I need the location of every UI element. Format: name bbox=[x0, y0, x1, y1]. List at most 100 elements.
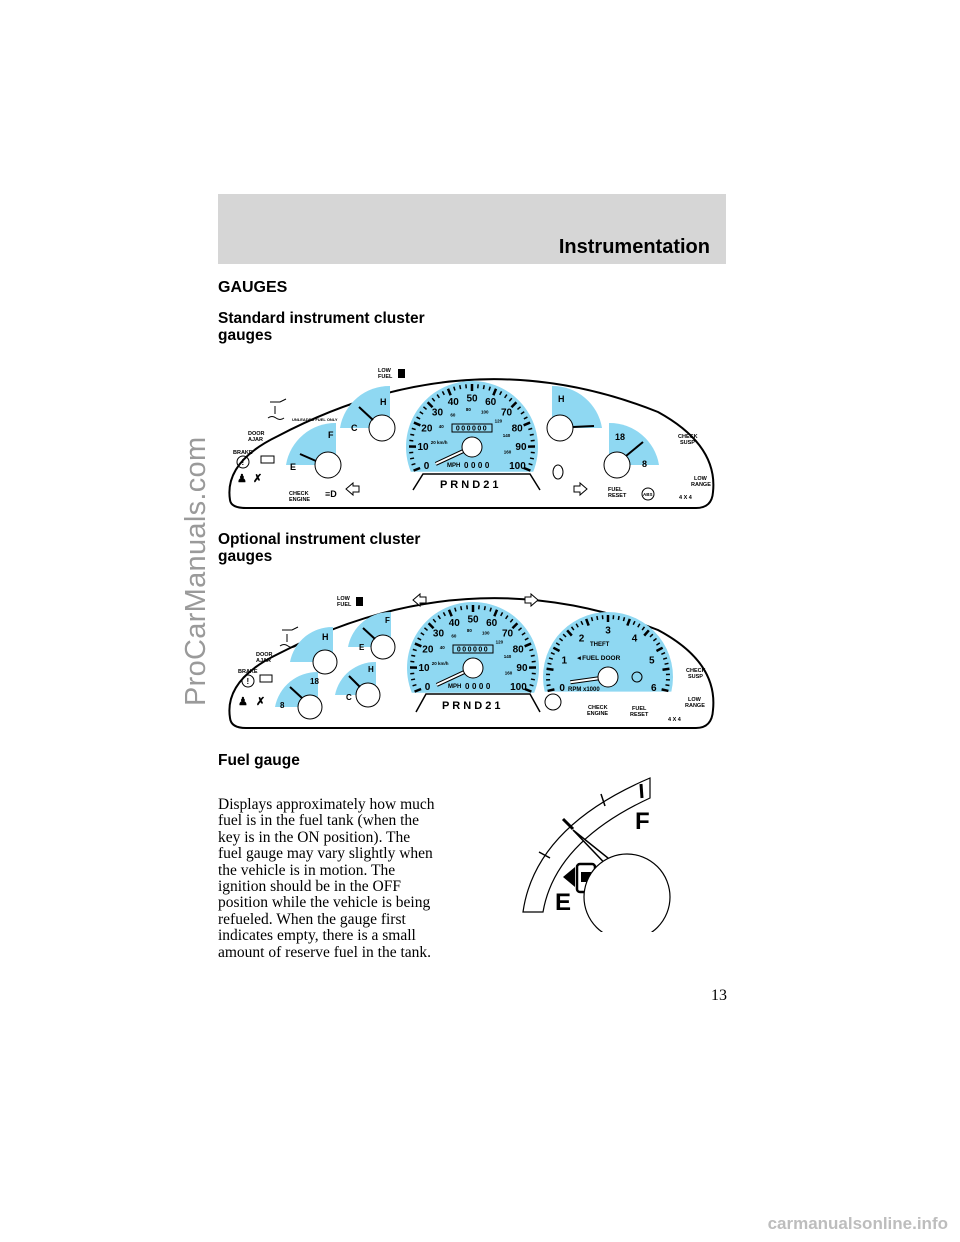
description-line: position while the vehicle is being bbox=[218, 894, 431, 912]
dial-label: 0 bbox=[559, 683, 565, 694]
dial-tick bbox=[626, 618, 631, 626]
fuel-gauge-heading: Fuel gauge bbox=[218, 752, 300, 769]
kmh-label: 40 bbox=[439, 424, 445, 429]
oil-pressure-gauge: H bbox=[290, 626, 338, 675]
kmh-label: 40 bbox=[440, 645, 446, 650]
dial-label: 80 bbox=[512, 424, 524, 435]
dial-label: 5 bbox=[649, 655, 655, 666]
dial-label: 100 bbox=[509, 461, 526, 472]
cluster-label: C bbox=[351, 423, 358, 433]
dial-label: 90 bbox=[515, 442, 527, 453]
dial-label: 6 bbox=[651, 683, 657, 694]
fuel-gauge-small: FE bbox=[348, 611, 396, 660]
dial-tick bbox=[562, 633, 567, 638]
rpm-label: RPM x1000 bbox=[568, 687, 600, 693]
cluster-label: UNLEADED FUEL ONLY bbox=[292, 417, 338, 422]
cluster-label: C bbox=[346, 693, 352, 702]
empty-label: E bbox=[555, 889, 571, 916]
dial-tick bbox=[664, 662, 669, 665]
dial-tick bbox=[566, 629, 573, 637]
voltmeter-gauge: 188 bbox=[275, 671, 323, 720]
dial-tick bbox=[570, 626, 575, 631]
dial-tick bbox=[500, 612, 504, 617]
gauge-hub bbox=[583, 853, 671, 932]
dial-label: 10 bbox=[417, 442, 429, 453]
kmh-label: 80 bbox=[466, 407, 472, 412]
cluster-label: ENGINE bbox=[289, 497, 310, 503]
dial-label: 70 bbox=[501, 408, 513, 419]
cluster-label: ABS bbox=[643, 492, 653, 497]
odometer-box bbox=[451, 423, 493, 433]
dial-face bbox=[407, 602, 539, 693]
cluster-label: BRAKE bbox=[238, 669, 258, 675]
dial-tick bbox=[520, 411, 525, 415]
prndl-bezel bbox=[412, 473, 541, 491]
description-line: refueled. When the gauge first bbox=[218, 910, 406, 928]
abs-icon bbox=[631, 671, 643, 683]
odometer-box bbox=[452, 644, 494, 654]
kmh-label: 120 bbox=[496, 640, 504, 645]
dial-tick bbox=[508, 397, 513, 402]
gauge-tick bbox=[561, 817, 575, 831]
dial-tick bbox=[516, 406, 522, 410]
dial-tick bbox=[552, 646, 561, 653]
dial-tick bbox=[585, 618, 590, 626]
fuel-pump-icon bbox=[356, 597, 363, 606]
dial-tick bbox=[528, 427, 533, 431]
dial-tick bbox=[665, 684, 670, 687]
mph-label: MPH bbox=[447, 463, 460, 469]
voltmeter-gauge: 188 bbox=[603, 422, 659, 479]
cluster-label: CHECK bbox=[686, 668, 706, 674]
description-line: key is in the ON position). The bbox=[218, 828, 411, 846]
prndl-indicator: P R N D 2 1 bbox=[442, 700, 501, 712]
dial-label: 20 bbox=[421, 424, 433, 435]
dial-tick bbox=[488, 386, 491, 391]
dial-tick bbox=[422, 406, 428, 410]
prndl-bezel bbox=[415, 693, 541, 713]
dial-tick bbox=[530, 654, 535, 657]
prndl-indicator: P R N D 2 1 bbox=[440, 479, 499, 491]
dial-label: 0 bbox=[425, 682, 431, 693]
gauge-tick bbox=[600, 793, 606, 807]
dial-face bbox=[543, 612, 673, 692]
dial-label: 40 bbox=[448, 397, 460, 408]
dial-tick bbox=[432, 618, 437, 623]
dial-tick bbox=[529, 648, 534, 652]
dial-tick bbox=[523, 466, 531, 472]
kmh-label: 20 km/h bbox=[432, 661, 449, 666]
dial-tick bbox=[436, 394, 440, 399]
dial-tick bbox=[559, 637, 564, 642]
dial-tick bbox=[548, 657, 554, 660]
dial-tick bbox=[412, 683, 417, 687]
cluster-label: H bbox=[380, 397, 387, 407]
cluster-label: LOW bbox=[688, 697, 702, 703]
cluster-label: E bbox=[359, 643, 365, 652]
fuel-gauge-small: FE bbox=[286, 422, 342, 479]
dial-tick bbox=[655, 646, 664, 653]
kmh-label: 160 bbox=[504, 449, 512, 454]
dial-tick bbox=[529, 433, 534, 436]
dial-tick bbox=[417, 637, 422, 641]
description-line: Displays approximately how much bbox=[218, 796, 435, 813]
cluster-label: H bbox=[322, 632, 329, 642]
cluster-label: SUSP bbox=[680, 440, 695, 446]
heading-line: Standard instrument cluster bbox=[218, 310, 425, 327]
fuel-gauge-illustration: F E bbox=[522, 777, 671, 932]
cluster-label: CHECK bbox=[678, 434, 698, 440]
oil-temp-warning-icon bbox=[267, 398, 287, 420]
dial-label: 80 bbox=[513, 645, 525, 656]
heading-line: gauges bbox=[218, 548, 273, 565]
dial-tick bbox=[521, 632, 526, 636]
dial-tick bbox=[656, 642, 661, 646]
kmh-label: 120 bbox=[495, 419, 503, 424]
dial-tick bbox=[411, 654, 416, 657]
dial-tick bbox=[493, 609, 499, 617]
full-label: F bbox=[635, 808, 650, 835]
dial-label: 100 bbox=[510, 682, 527, 693]
cluster-label: CHECK bbox=[289, 491, 309, 497]
cluster-label: LOW bbox=[694, 476, 708, 482]
dial-tick bbox=[530, 678, 536, 681]
dial-tick bbox=[547, 688, 555, 693]
